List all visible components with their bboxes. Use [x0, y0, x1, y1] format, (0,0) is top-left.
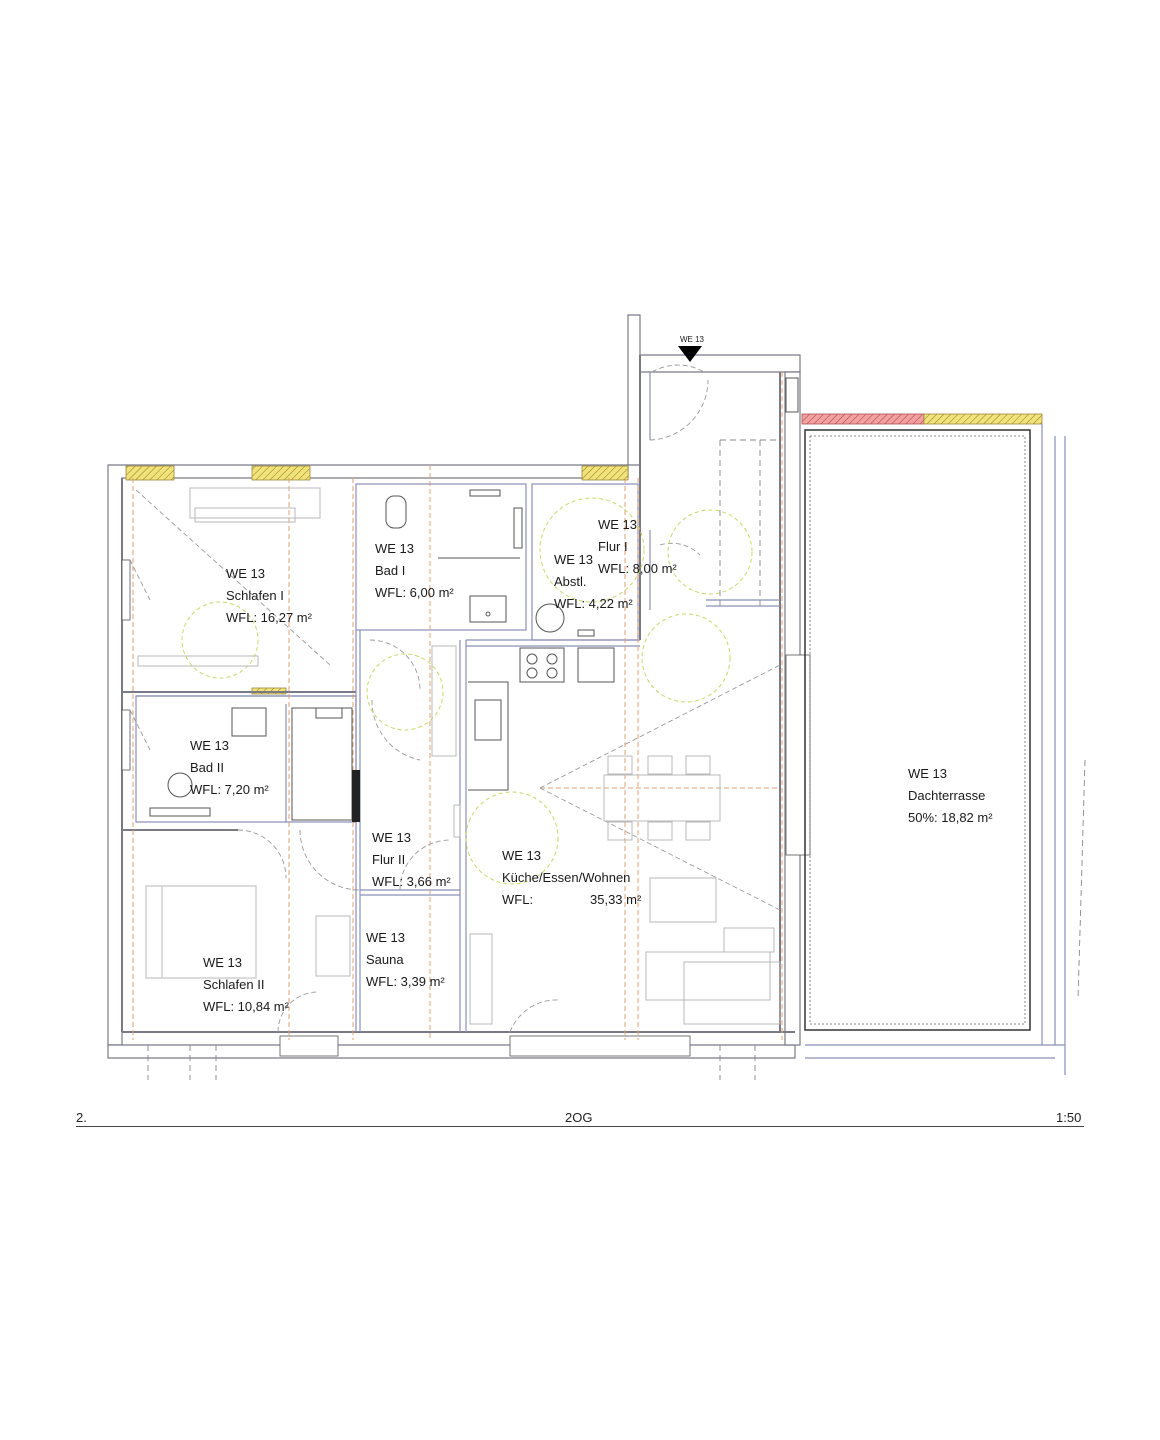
door-swings	[129, 364, 781, 1033]
room-area: WFL: 16,27 m²	[226, 610, 313, 625]
room-area: WFL: 3,66 m²	[372, 874, 451, 889]
room-name: Abstl.	[554, 574, 587, 589]
room-name: Küche/Essen/Wohnen	[502, 870, 630, 885]
entrance-marker: WE 13	[678, 335, 705, 362]
room-name: Flur II	[372, 852, 405, 867]
room-name: Bad II	[190, 760, 224, 775]
room-unit: WE 13	[554, 552, 593, 567]
terrace	[804, 424, 1086, 1075]
footer-scale: 1:50	[1056, 1110, 1082, 1125]
room-schlafen-ii: WE 13 Schlafen II WFL: 10,84 m²	[203, 955, 290, 1014]
room-area: WFL: 7,20 m²	[190, 782, 269, 797]
room-unit: WE 13	[502, 848, 541, 863]
entrance-label: WE 13	[680, 335, 705, 344]
room-unit: WE 13	[375, 541, 414, 556]
room-unit: WE 13	[366, 930, 405, 945]
furniture	[137, 487, 781, 1025]
room-name: Dachterrasse	[908, 788, 985, 803]
footer-floor: 2OG	[565, 1110, 593, 1125]
room-bad-ii: WE 13 Bad II WFL: 7,20 m²	[190, 738, 269, 797]
room-unit: WE 13	[226, 566, 265, 581]
room-area: WFL: 10,84 m²	[203, 999, 290, 1014]
room-name: Bad I	[375, 563, 405, 578]
room-unit: WE 13	[372, 830, 411, 845]
room-kueche-essen-wohnen: WE 13 Küche/Essen/Wohnen WFL: 35,33 m²	[502, 848, 642, 907]
footer-rule	[76, 1126, 1084, 1127]
room-unit: WE 13	[908, 766, 947, 781]
room-name: Schlafen I	[226, 588, 284, 603]
lighting-circles	[181, 497, 753, 885]
room-sauna: WE 13 Sauna WFL: 3,39 m²	[366, 930, 445, 989]
room-unit: WE 13	[598, 517, 637, 532]
room-abstl: WE 13 Abstl. WFL: 4,22 m²	[554, 552, 633, 611]
room-name: Flur I	[598, 539, 628, 554]
room-flur-i: WE 13 Flur I WFL: 8,00 m²	[598, 517, 677, 576]
room-bad-i: WE 13 Bad I WFL: 6,00 m²	[375, 541, 454, 600]
room-area: WFL: 6,00 m²	[375, 585, 454, 600]
room-area-label: WFL:	[502, 892, 533, 907]
room-area: WFL: 8,00 m²	[598, 561, 677, 576]
room-name: Sauna	[366, 952, 404, 967]
room-flur-ii: WE 13 Flur II WFL: 3,66 m²	[372, 830, 451, 889]
room-name: Schlafen II	[203, 977, 264, 992]
room-area: 50%: 18,82 m²	[908, 810, 993, 825]
room-area: WFL: 4,22 m²	[554, 596, 633, 611]
room-unit: WE 13	[203, 955, 242, 970]
footer-number: 2.	[76, 1110, 87, 1125]
room-dachterrasse: WE 13 Dachterrasse 50%: 18,82 m²	[908, 766, 993, 825]
room-area-value: 35,33 m²	[590, 892, 642, 907]
room-area: WFL: 3,39 m²	[366, 974, 445, 989]
axis-lines	[132, 372, 783, 1080]
room-schlafen-i: WE 13 Schlafen I WFL: 16,27 m²	[226, 566, 313, 625]
room-unit: WE 13	[190, 738, 229, 753]
exterior-walls	[107, 314, 801, 1059]
